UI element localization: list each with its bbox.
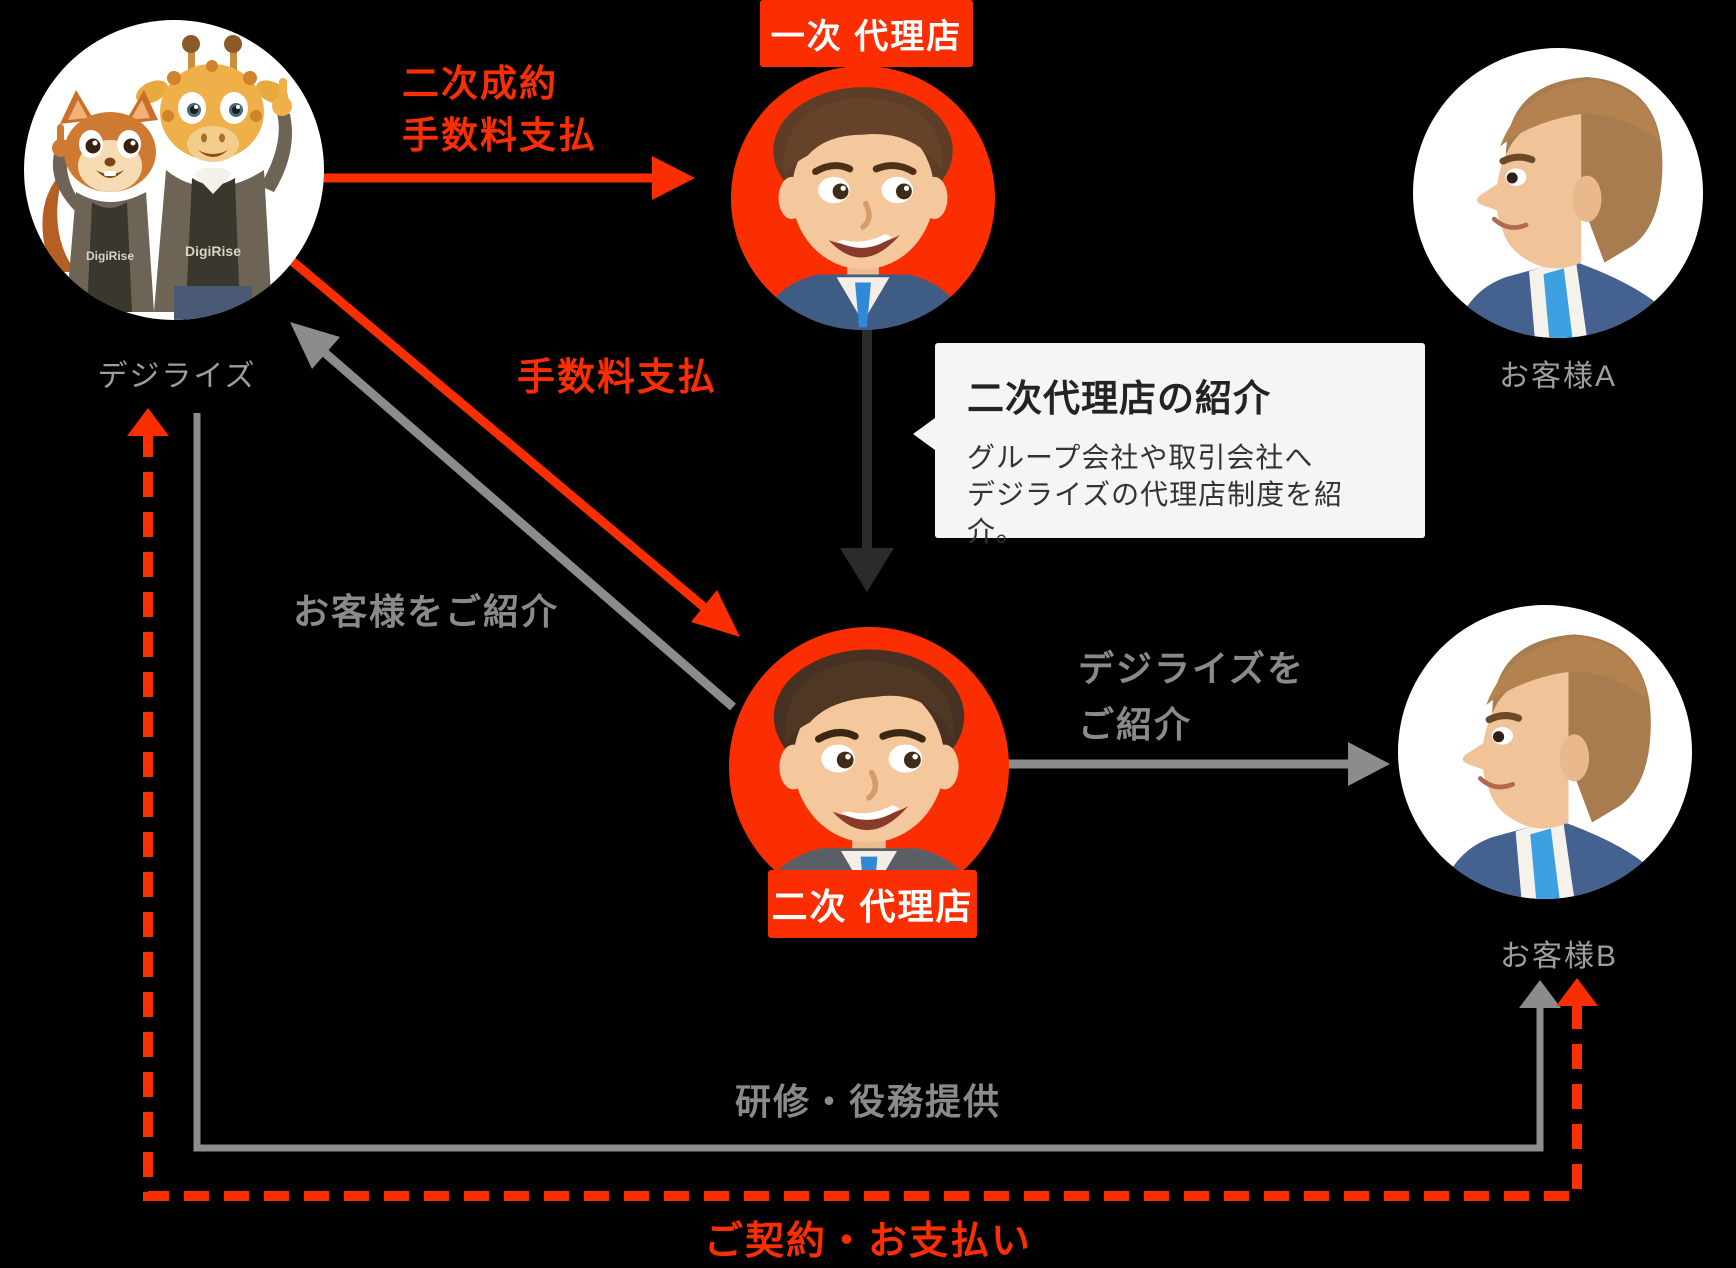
edge-digirise-to-primary-arrow [300,156,695,200]
label-digirise-referral: デジライズを ご紹介 [1078,641,1305,753]
label-line: デジライズを [1078,648,1305,689]
customer-b-label: お客様B [1499,940,1618,973]
secondary-agency-face-illustration [757,649,981,907]
digirise-mascots-illustration: DigiRise [42,35,292,320]
customer-a-label: お客様A [1498,360,1617,393]
secondary-agency-badge: 二次 代理店 [768,870,977,938]
label-line: 二次成約 [402,63,558,104]
secondary-agency-intro-callout: 二次代理店の紹介 グループ会社や取引会社へ デジライズの代理店制度を紹介。 [913,343,1425,547]
callout-body-line: グループ会社や取引会社へ [967,442,1314,473]
customer-a-avatar [1413,48,1703,338]
digirise-avatar: DigiRise [24,20,324,320]
edge-primary-to-secondary-arrow [840,330,894,592]
label-line: ご紹介 [1078,704,1193,745]
squirrel-shirt-text: DigiRise [86,249,134,263]
primary-agency-avatar [731,66,995,330]
edge-secondary-to-customerb-arrow [1005,742,1390,786]
squirrel-mascot: DigiRise [42,90,158,312]
primary-agency-face-illustration [757,87,969,330]
digirise-label: デジライズ [97,360,257,393]
edge-customerb-digirise-contract-arrow [127,408,1598,1201]
label-line: 手数料支払 [402,115,597,156]
label-customer-referral: お客様をご紹介 [293,591,560,632]
label-secondary-contract-commission: 二次成約 手数料支払 [402,58,597,162]
callout-tail-left-icon [913,418,935,450]
edge-digirise-to-secondary-arrow [282,251,740,637]
edge-secondary-to-digirise-arrow [290,322,736,711]
giraffe-shirt-text: DigiRise [185,243,241,259]
secondary-agency-avatar [729,627,1009,907]
giraffe-mascot: DigiRise [136,35,292,320]
callout-body: グループ会社や取引会社へ デジライズの代理店制度を紹介。 [967,439,1393,550]
callout-body-line: デジライズの代理店制度を紹介。 [967,479,1344,547]
customer-b-profile-illustration [1439,634,1657,899]
callout-title: 二次代理店の紹介 [967,378,1271,419]
primary-agency-badge: 一次 代理店 [760,0,973,67]
edge-digirise-to-customerb-training-arrow [193,413,1561,1152]
label-commission-payment: 手数料支払 [517,357,718,399]
customer-a-profile-illustration [1453,77,1669,338]
customer-b-avatar [1398,605,1692,899]
label-contract-payment: ご契約・お支払い [703,1220,1032,1263]
label-training-service: 研修・役務提供 [734,1081,1001,1122]
